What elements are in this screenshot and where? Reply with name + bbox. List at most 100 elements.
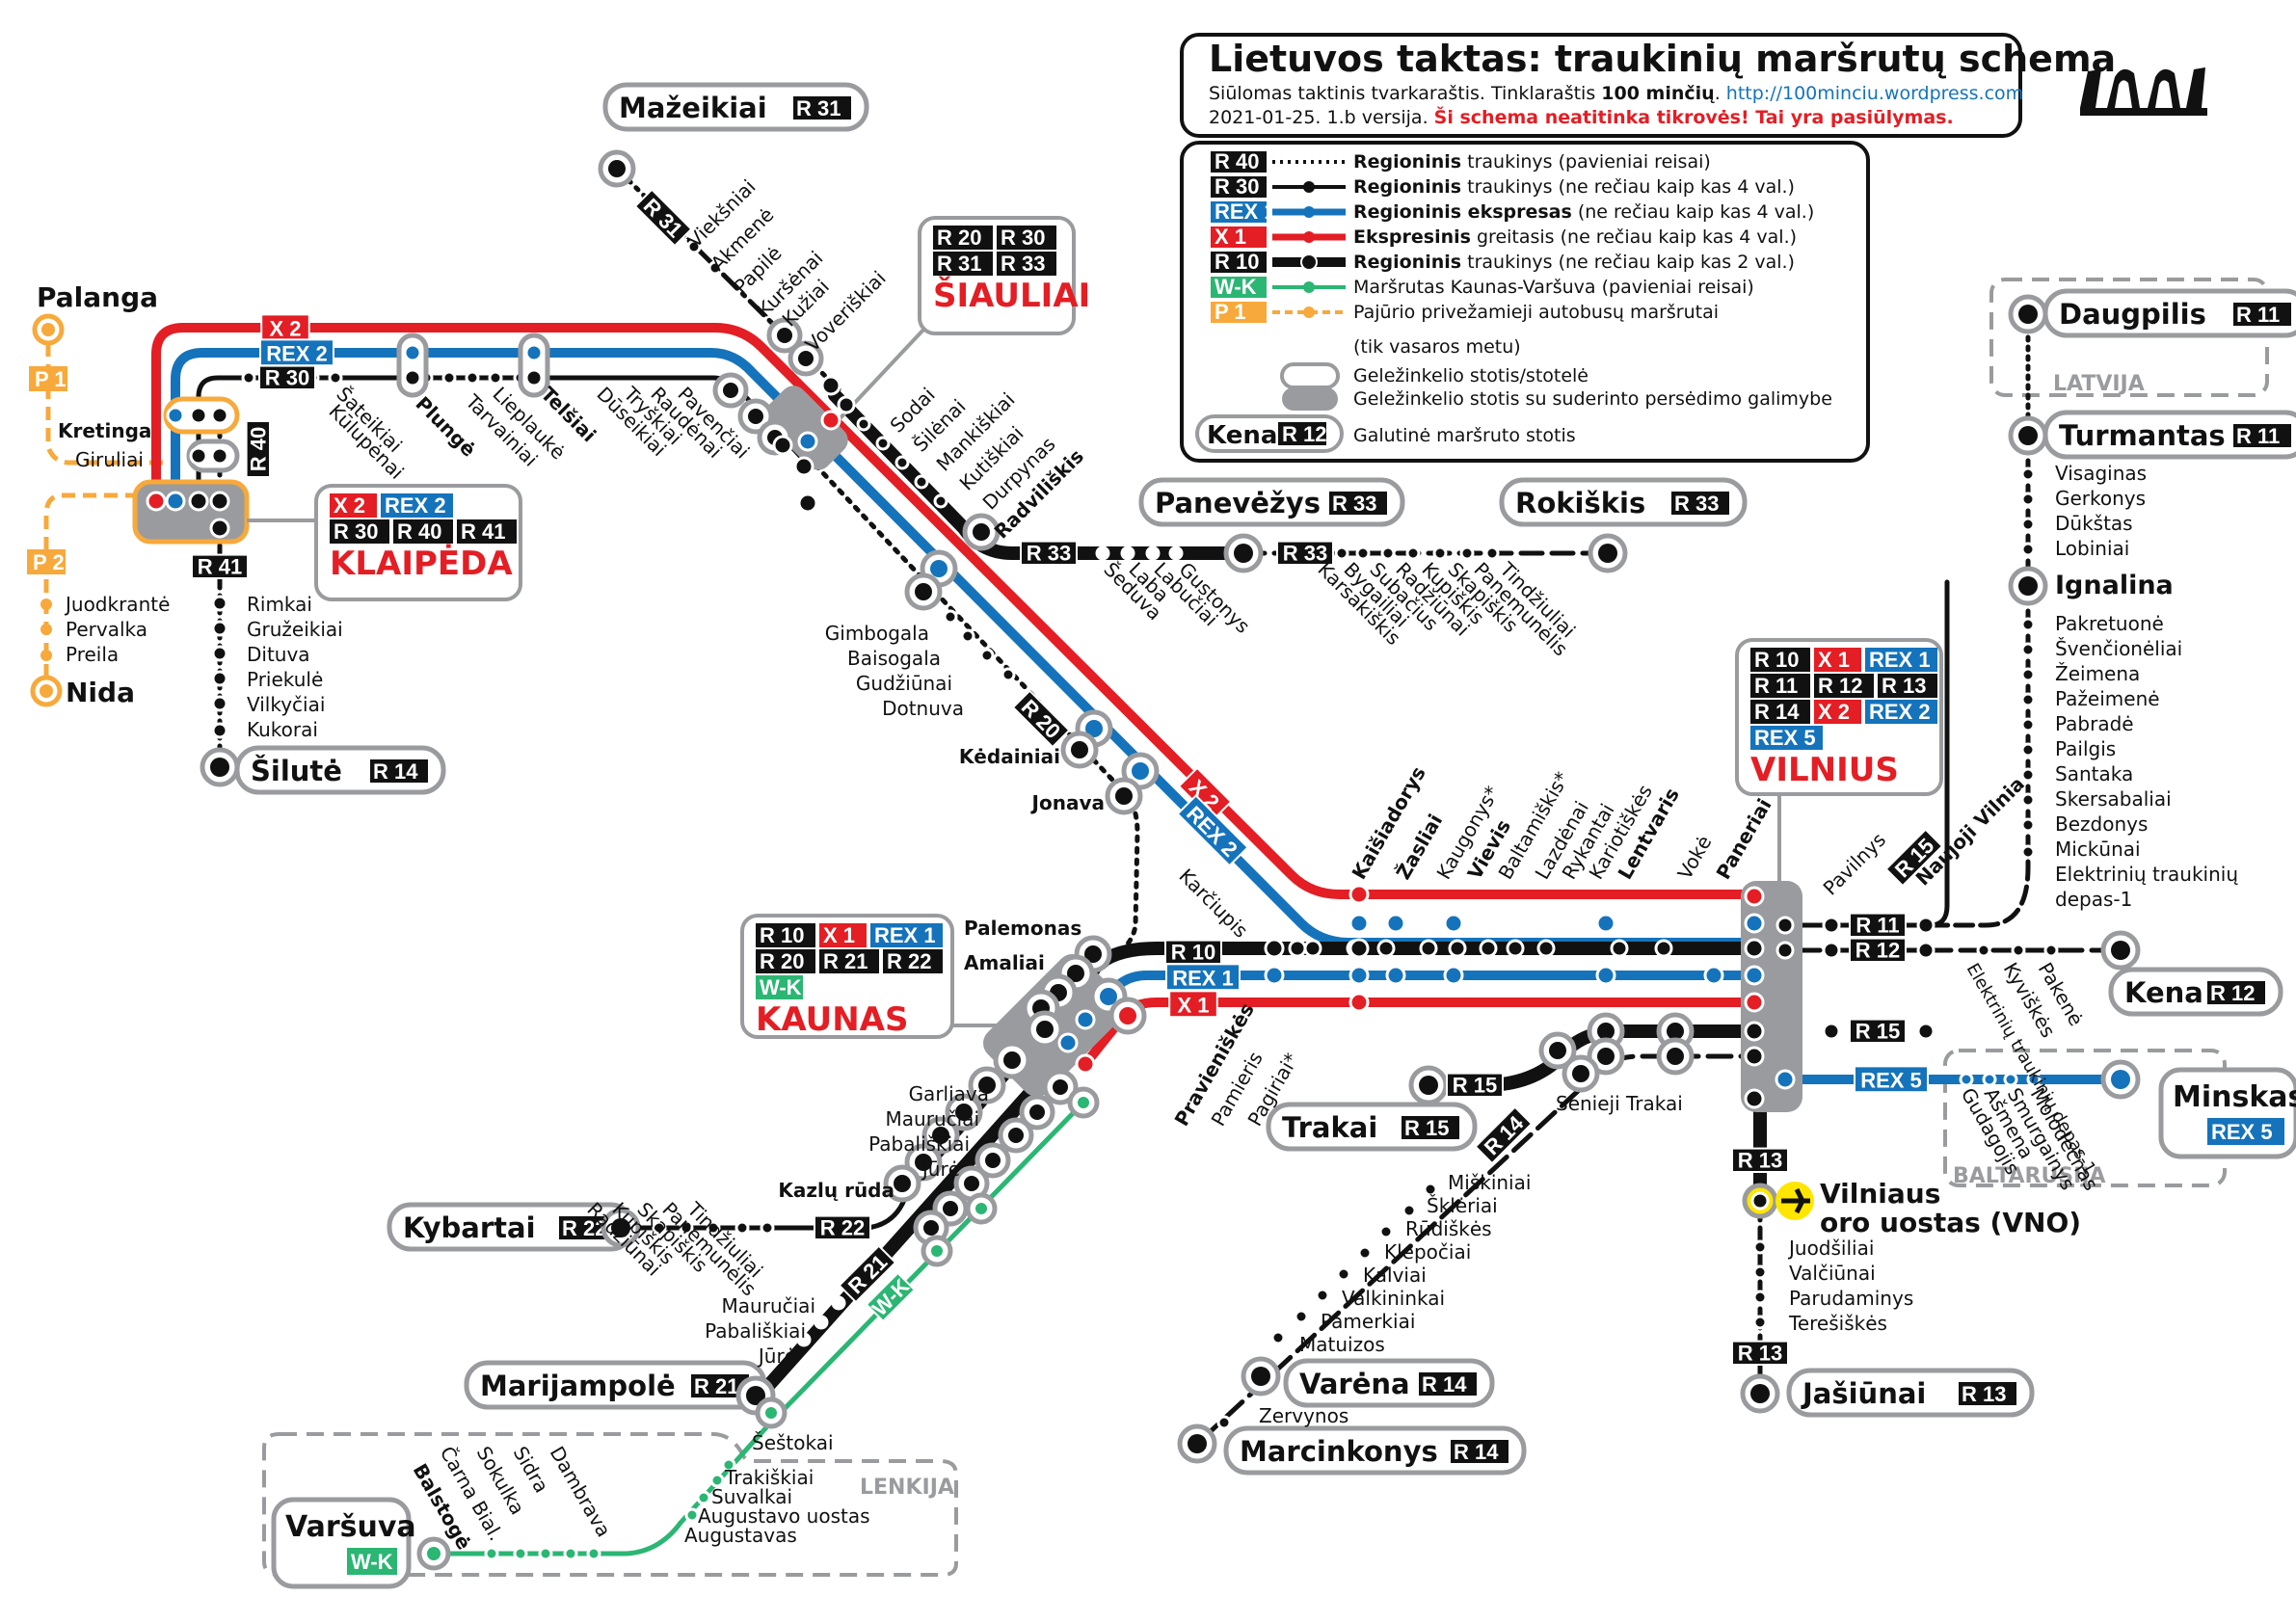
station-dot[interactable]: [797, 492, 818, 514]
station-dot[interactable]: [189, 406, 208, 425]
station-dot[interactable]: [1597, 1048, 1615, 1065]
station-dot[interactable]: [1115, 787, 1133, 805]
station-dot[interactable]: [608, 160, 626, 177]
station-dot[interactable]: [403, 368, 422, 387]
station-dot[interactable]: [146, 491, 167, 512]
station-dot[interactable]: [1132, 762, 1149, 780]
station-dot[interactable]: [1008, 1128, 1024, 1143]
station-dot[interactable]: [441, 370, 457, 386]
station-label[interactable]: Pamerkiai: [1321, 1310, 1415, 1333]
station-label[interactable]: Kalviai: [1363, 1264, 1427, 1287]
blog-link[interactable]: http://100minciu.wordpress.com: [1726, 83, 2023, 104]
station-dot[interactable]: [652, 1220, 667, 1236]
station-dot[interactable]: [2020, 492, 2036, 507]
station-label[interactable]: Šeštokai: [752, 1431, 834, 1454]
station-dot[interactable]: [1744, 1046, 1765, 1067]
station-dot[interactable]: [1484, 545, 1500, 561]
station-dot[interactable]: [1001, 667, 1016, 682]
station-dot[interactable]: [1432, 545, 1448, 561]
station-dot[interactable]: [820, 375, 841, 396]
station-label[interactable]: Pavilnys: [1819, 828, 1890, 899]
station-dot[interactable]: [513, 1546, 528, 1561]
station-dot[interactable]: [1270, 1330, 1286, 1345]
station-dot[interactable]: [488, 370, 503, 386]
station-dot[interactable]: [211, 645, 228, 662]
station-dot[interactable]: [894, 1175, 911, 1192]
station-label[interactable]: Giruliai: [75, 448, 144, 471]
place-palanga[interactable]: Palanga: [37, 281, 158, 313]
station-label[interactable]: Paneriai: [1712, 794, 1776, 883]
station-dot[interactable]: [611, 1218, 630, 1237]
station-dot[interactable]: [1479, 939, 1498, 958]
station-dot[interactable]: [1419, 1076, 1438, 1095]
station-dot[interactable]: [1744, 965, 1765, 986]
station-label[interactable]: Trakiškiai: [724, 1466, 814, 1489]
station-dot[interactable]: [2043, 943, 2059, 958]
station-dot[interactable]: [734, 1220, 750, 1236]
station-dot[interactable]: [721, 1457, 736, 1473]
station-dot[interactable]: [1385, 965, 1406, 986]
station-dot[interactable]: [209, 518, 230, 539]
station-dot[interactable]: [211, 670, 228, 687]
station-dot[interactable]: [820, 410, 841, 431]
station-dot[interactable]: [1100, 988, 1117, 1005]
station-label[interactable]: Zervynos: [1259, 1404, 1348, 1427]
station-dot[interactable]: [2020, 767, 2036, 783]
station-dot[interactable]: [1036, 1021, 1054, 1038]
station-label[interactable]: Gimbogala: [825, 622, 929, 645]
station-dot[interactable]: [760, 1220, 775, 1236]
station-dot[interactable]: [2020, 792, 2036, 808]
station-dot[interactable]: [1188, 1434, 1207, 1453]
station-label[interactable]: Vokė: [1673, 832, 1717, 884]
station-dot[interactable]: [943, 609, 958, 625]
station-dot[interactable]: [1075, 1009, 1096, 1030]
station-label[interactable]: Šklėriai: [1427, 1194, 1498, 1217]
station-dot[interactable]: [1959, 1072, 1974, 1087]
station-dot[interactable]: [2011, 943, 2026, 958]
station-dot[interactable]: [1234, 544, 1253, 563]
station-dot[interactable]: [2020, 517, 2036, 532]
station-dot[interactable]: [211, 620, 228, 637]
station-dot[interactable]: [686, 239, 702, 254]
station-label[interactable]: Pabradė: [2055, 712, 2134, 735]
station-label[interactable]: Pabališkiai: [868, 1132, 970, 1156]
station-dot[interactable]: [2003, 1072, 2018, 1087]
station-dot[interactable]: [2020, 844, 2036, 860]
station-dot[interactable]: [2020, 717, 2036, 732]
station-label[interactable]: Visaginas: [2055, 462, 2147, 485]
station-dot[interactable]: [1448, 939, 1467, 958]
station-dot[interactable]: [188, 491, 209, 512]
place-nida[interactable]: Nida: [66, 677, 135, 708]
station-dot[interactable]: [1145, 545, 1161, 561]
station-dot[interactable]: [748, 409, 763, 424]
station-dot[interactable]: [796, 1332, 812, 1347]
station-dot[interactable]: [2026, 1072, 2042, 1087]
station-label[interactable]: Kėdainiai: [959, 745, 1060, 768]
station-dot[interactable]: [723, 383, 738, 398]
station-dot[interactable]: [1610, 939, 1629, 958]
station-label[interactable]: Miškiniai: [1448, 1171, 1531, 1194]
station-label[interactable]: Valkininkai: [1342, 1287, 1445, 1310]
station-dot[interactable]: [328, 370, 343, 386]
station-dot[interactable]: [586, 1546, 601, 1561]
station-dot[interactable]: [1654, 939, 1673, 958]
station-dot[interactable]: [1822, 1022, 1841, 1041]
station-dot[interactable]: [777, 328, 792, 343]
station-label[interactable]: Skersabaliai: [2055, 787, 2172, 811]
station-dot[interactable]: [831, 1295, 846, 1311]
station-dot[interactable]: [2020, 692, 2036, 707]
station-dot[interactable]: [1405, 545, 1421, 561]
station-dot[interactable]: [923, 1220, 939, 1236]
station-dot[interactable]: [1595, 913, 1616, 934]
station-dot[interactable]: [1264, 938, 1285, 959]
station-dot[interactable]: [1750, 1384, 1770, 1403]
station-dot[interactable]: [189, 446, 208, 466]
